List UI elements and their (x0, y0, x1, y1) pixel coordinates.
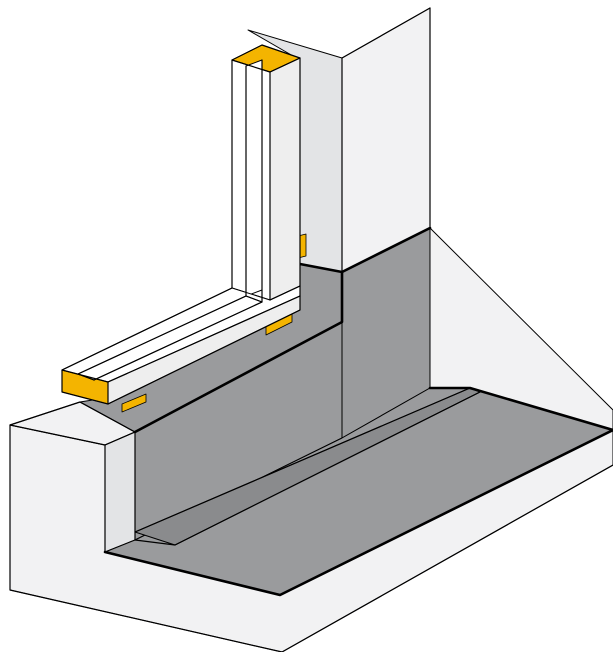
jamb-side-face (269, 57, 301, 301)
left-step-inner-face (104, 431, 136, 553)
outlines (9, 7, 613, 652)
wall-structure (9, 7, 613, 652)
window-frame (61, 44, 301, 405)
back-wall-right-face (341, 7, 431, 273)
jamb-rebate (245, 59, 263, 297)
waterproof-membrane (79, 227, 613, 596)
sealant-sill-end (121, 393, 147, 413)
